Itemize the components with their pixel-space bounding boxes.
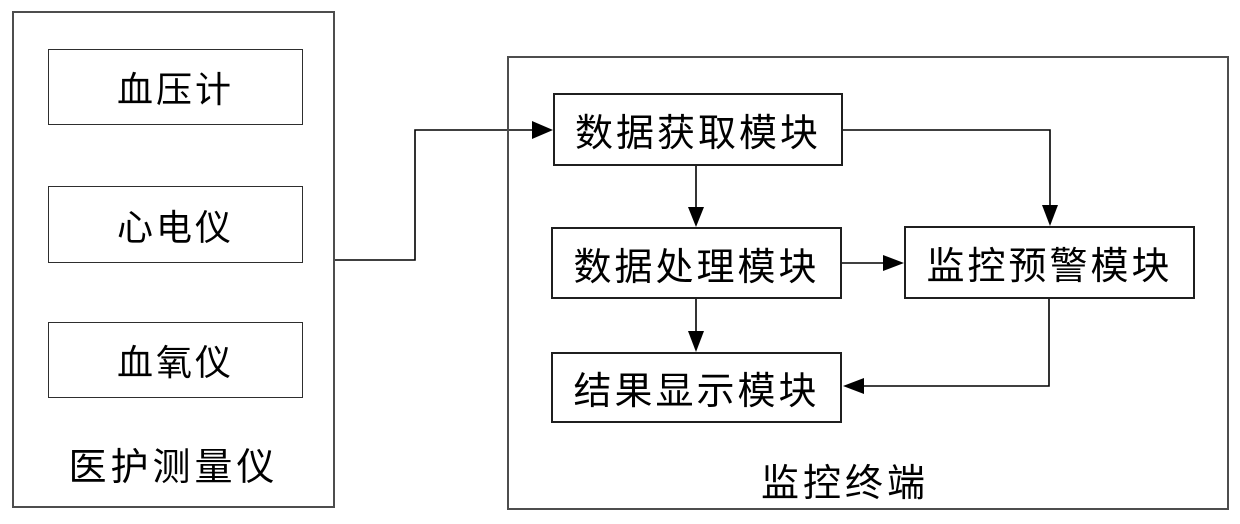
panel-medical-instruments-title: 医护测量仪 xyxy=(68,447,279,489)
box-ecg-instrument-label: 心电仪 xyxy=(116,207,234,248)
box-data-acquisition-module-label: 数据获取模块 xyxy=(574,113,821,155)
box-monitoring-alert-module: 监控预警模块 xyxy=(904,226,1195,299)
box-data-acquisition-module: 数据获取模块 xyxy=(553,93,843,166)
box-oximeter: 血氧仪 xyxy=(48,322,303,398)
arrow-measure-to-acquire xyxy=(335,129,532,261)
box-blood-pressure-meter-label: 血压计 xyxy=(116,70,234,110)
box-oximeter-label: 血氧仪 xyxy=(116,343,234,383)
box-result-display-module-label: 结果显示模块 xyxy=(573,371,820,413)
box-ecg-instrument: 心电仪 xyxy=(48,186,303,263)
panel-monitor-terminal-title: 监控终端 xyxy=(760,463,929,505)
panel-monitor-terminal xyxy=(507,56,1229,510)
box-result-display-module: 结果显示模块 xyxy=(551,352,842,423)
box-monitoring-alert-module-label: 监控预警模块 xyxy=(926,246,1173,288)
box-data-processing-module-label: 数据处理模块 xyxy=(573,246,820,289)
box-data-processing-module: 数据处理模块 xyxy=(551,227,842,299)
box-blood-pressure-meter: 血压计 xyxy=(48,49,303,125)
panel-medical-instruments xyxy=(12,11,335,508)
